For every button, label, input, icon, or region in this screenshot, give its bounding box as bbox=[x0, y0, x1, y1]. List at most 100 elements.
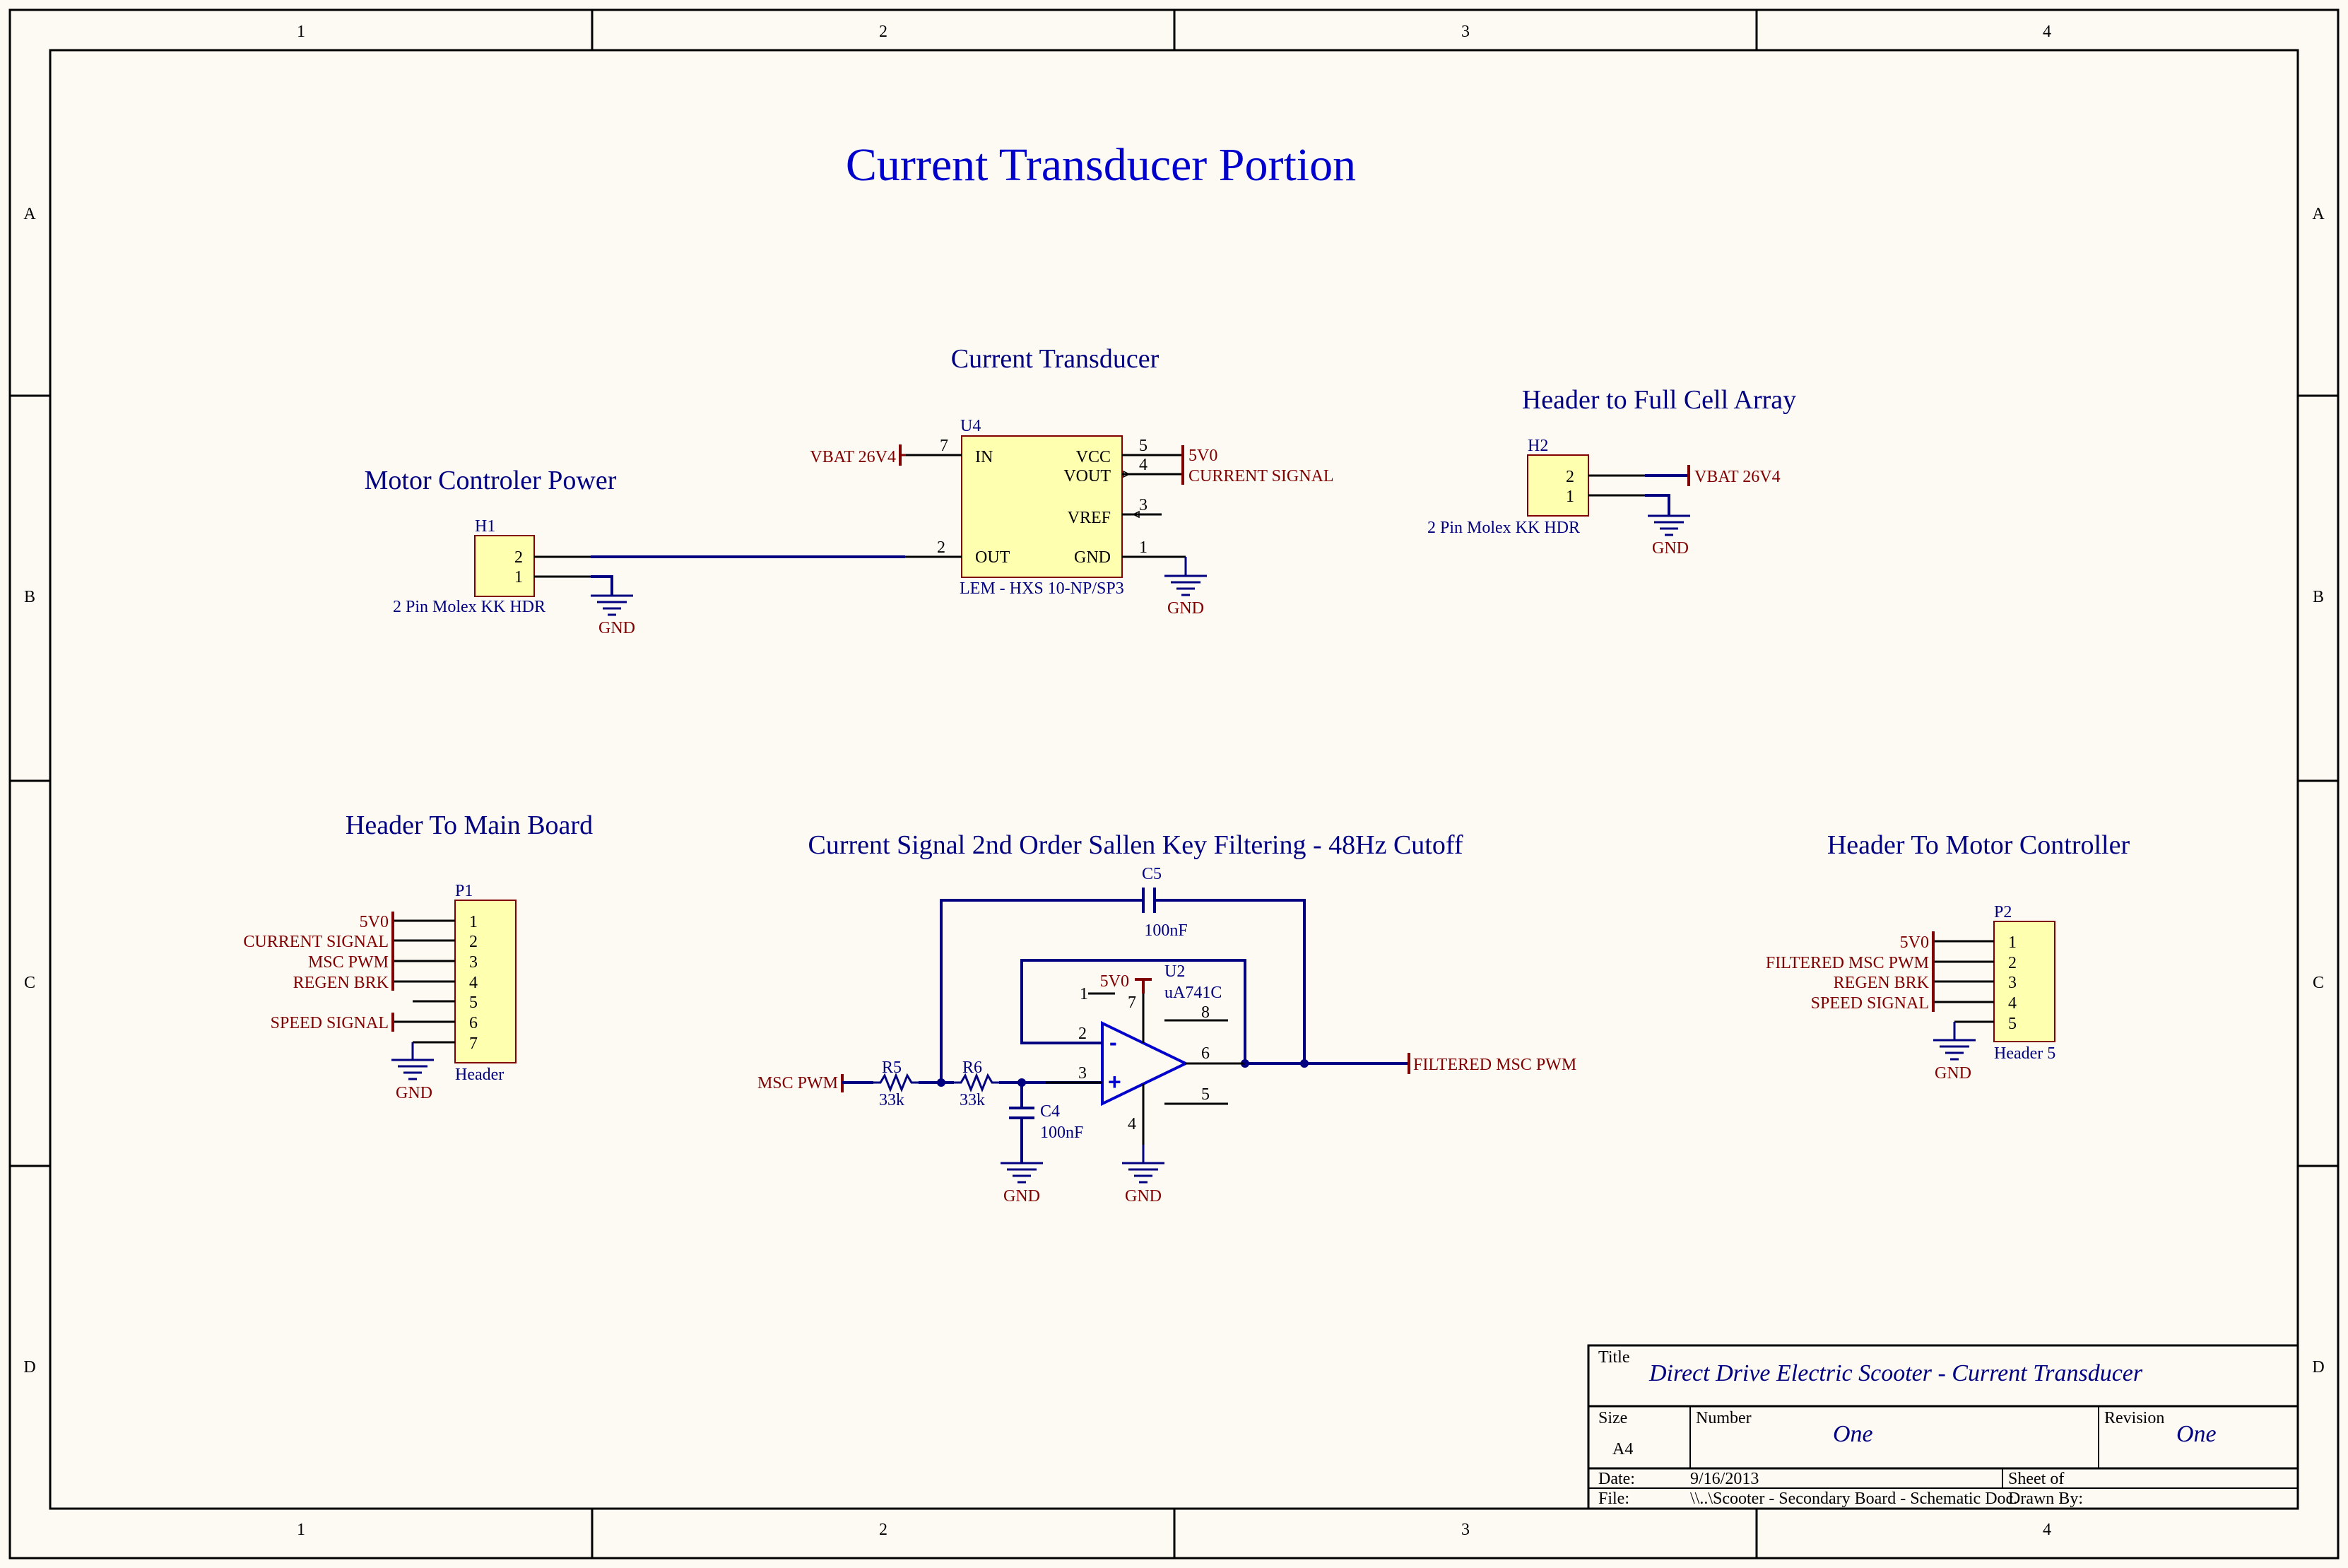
net-vbat-h2: VBAT 26V4 bbox=[1694, 468, 1781, 486]
section-title-header-motor: Header To Motor Controller bbox=[1827, 830, 2130, 860]
u4-pinnum-3: 3 bbox=[1139, 496, 1148, 514]
u2-ref: U2 bbox=[1164, 962, 1185, 981]
r6-value: 33k bbox=[960, 1091, 985, 1109]
net-filtered-msc-pwm: FILTERED MSC PWM bbox=[1413, 1056, 1576, 1074]
p2-part: Header 5 bbox=[1994, 1044, 2055, 1063]
h2-header: H2 2 Pin Molex KK HDR 2 1 VBAT 26V4 GND bbox=[1427, 437, 1781, 558]
u2-pin-8: 8 bbox=[1201, 1003, 1210, 1022]
number-label: Number bbox=[1696, 1409, 1752, 1427]
net-filtered-msc-pwm-p2: FILTERED MSC PWM bbox=[1766, 954, 1929, 972]
p1-pin-2: 2 bbox=[469, 933, 478, 951]
section-title-header-full-cell: Header to Full Cell Array bbox=[1522, 385, 1796, 415]
c4-value: 100nF bbox=[1040, 1124, 1083, 1142]
net-vbat-u4: VBAT 26V4 bbox=[810, 448, 896, 466]
net-msc-pwm-p1: MSC PWM bbox=[308, 953, 389, 972]
u4-pinnum-7: 7 bbox=[940, 437, 948, 455]
u4-pin-vout: VOUT bbox=[1063, 467, 1111, 485]
p1-pin-7: 7 bbox=[469, 1034, 478, 1053]
u4-pin-out: OUT bbox=[975, 548, 1010, 567]
net-regen-brk-p2: REGEN BRK bbox=[1834, 974, 1930, 992]
date-label: Date: bbox=[1598, 1470, 1635, 1488]
u4-pinnum-4: 4 bbox=[1139, 456, 1148, 474]
col-label-4-top: 4 bbox=[2043, 23, 2051, 41]
p1-pin-1: 1 bbox=[469, 913, 478, 931]
u4-pinnum-1: 1 bbox=[1139, 538, 1148, 557]
row-label-c-left: C bbox=[24, 974, 35, 992]
h2-pin-2: 2 bbox=[1566, 468, 1574, 486]
u2-pin-7: 7 bbox=[1128, 994, 1136, 1012]
size-label: Size bbox=[1598, 1409, 1627, 1427]
u2-plus: + bbox=[1108, 1069, 1121, 1095]
net-5v0-p2: 5V0 bbox=[1900, 933, 1929, 952]
row-label-d-right: D bbox=[2312, 1358, 2324, 1377]
r5-value: 33k bbox=[879, 1091, 904, 1109]
net-gnd-h2: GND bbox=[1652, 539, 1689, 558]
net-regen-brk-p1: REGEN BRK bbox=[293, 974, 389, 992]
p1-pin-6: 6 bbox=[469, 1014, 478, 1032]
p2-pin-2: 2 bbox=[2008, 954, 2017, 972]
net-5v0-u2: 5V0 bbox=[1100, 972, 1129, 991]
net-gnd-c4: GND bbox=[1003, 1187, 1040, 1206]
net-gnd-p1: GND bbox=[396, 1084, 432, 1102]
net-current-signal-u4: CURRENT SIGNAL bbox=[1188, 467, 1334, 485]
u4-pin-gnd: GND bbox=[1074, 548, 1111, 567]
net-gnd-h1: GND bbox=[598, 619, 635, 637]
row-label-b-right: B bbox=[2313, 588, 2324, 606]
p2-header: P2 Header 5 1 2 3 4 5 5V0 FILTERED MSC P… bbox=[1766, 903, 2055, 1083]
u4-pin-vcc: VCC bbox=[1076, 448, 1111, 466]
file-value: \\..\Scooter - Secondary Board - Schemat… bbox=[1690, 1490, 2017, 1508]
section-title-filter: Current Signal 2nd Order Sallen Key Filt… bbox=[808, 830, 1463, 860]
title-block: Title Size A4 Number Revision Date: 9/16… bbox=[1587, 1344, 2299, 1510]
p2-pin-4: 4 bbox=[2008, 994, 2017, 1013]
sheet-label: Sheet of bbox=[2008, 1470, 2064, 1488]
net-gnd-u4: GND bbox=[1167, 599, 1204, 618]
size-value: A4 bbox=[1612, 1440, 1633, 1458]
u2-pin-3: 3 bbox=[1078, 1064, 1087, 1083]
h2-part: 2 Pin Molex KK HDR bbox=[1427, 519, 1580, 537]
revision-value: One bbox=[2176, 1421, 2217, 1447]
h2-ref: H2 bbox=[1528, 437, 1548, 455]
u4-pinnum-2: 2 bbox=[937, 538, 945, 557]
u2-pin-6: 6 bbox=[1201, 1044, 1210, 1063]
h2-pin-1: 1 bbox=[1566, 488, 1574, 506]
p1-pin-5: 5 bbox=[469, 994, 478, 1012]
drawn-by-label: Drawn By: bbox=[2008, 1490, 2083, 1508]
date-value: 9/16/2013 bbox=[1690, 1470, 1759, 1488]
p1-ref: P1 bbox=[455, 882, 473, 900]
c5-value: 100nF bbox=[1144, 921, 1187, 940]
col-label-1-bottom: 1 bbox=[297, 1521, 305, 1539]
p1-header: P1 Header 1 2 3 4 5 6 7 5V0 CURRENT SIGN… bbox=[243, 882, 517, 1102]
p1-pin-3: 3 bbox=[469, 953, 478, 972]
col-label-2-top: 2 bbox=[879, 23, 887, 41]
c5-ref: C5 bbox=[1142, 865, 1162, 883]
col-label-3-top: 3 bbox=[1461, 23, 1470, 41]
u2-pin-5: 5 bbox=[1201, 1085, 1210, 1104]
u4-pinnum-5: 5 bbox=[1139, 437, 1148, 455]
h1-pin-1: 1 bbox=[514, 568, 523, 586]
u4-pin-vref: VREF bbox=[1068, 509, 1111, 527]
net-speed-signal-p2: SPEED SIGNAL bbox=[1811, 994, 1929, 1013]
p2-pin-1: 1 bbox=[2008, 933, 2017, 952]
row-label-c-right: C bbox=[2313, 974, 2324, 992]
u4-pin-in: IN bbox=[975, 448, 993, 466]
u4-ref: U4 bbox=[960, 417, 981, 435]
net-current-signal-p1: CURRENT SIGNAL bbox=[243, 933, 389, 951]
r5-ref: R5 bbox=[882, 1059, 902, 1077]
page-title: Current Transducer Portion bbox=[846, 139, 1356, 191]
u4-part: LEM - HXS 10-NP/SP3 bbox=[960, 579, 1124, 598]
c4-ref: C4 bbox=[1040, 1102, 1060, 1121]
h1-part: 2 Pin Molex KK HDR bbox=[393, 598, 545, 616]
row-label-a-right: A bbox=[2312, 205, 2325, 223]
p2-pin-5: 5 bbox=[2008, 1015, 2017, 1033]
u2-minus: - bbox=[1109, 1030, 1117, 1055]
col-label-3-bottom: 3 bbox=[1461, 1521, 1470, 1539]
net-5v0-u4: 5V0 bbox=[1188, 447, 1217, 465]
net-5v0-p1: 5V0 bbox=[360, 913, 389, 931]
title-label: Title bbox=[1598, 1348, 1629, 1367]
drawing-frame bbox=[8, 8, 2340, 1560]
section-title-motor-power: Motor Controler Power bbox=[365, 466, 617, 495]
row-label-d-left: D bbox=[23, 1358, 35, 1377]
col-label-1-top: 1 bbox=[297, 23, 305, 41]
section-title-header-main: Header To Main Board bbox=[346, 810, 593, 840]
